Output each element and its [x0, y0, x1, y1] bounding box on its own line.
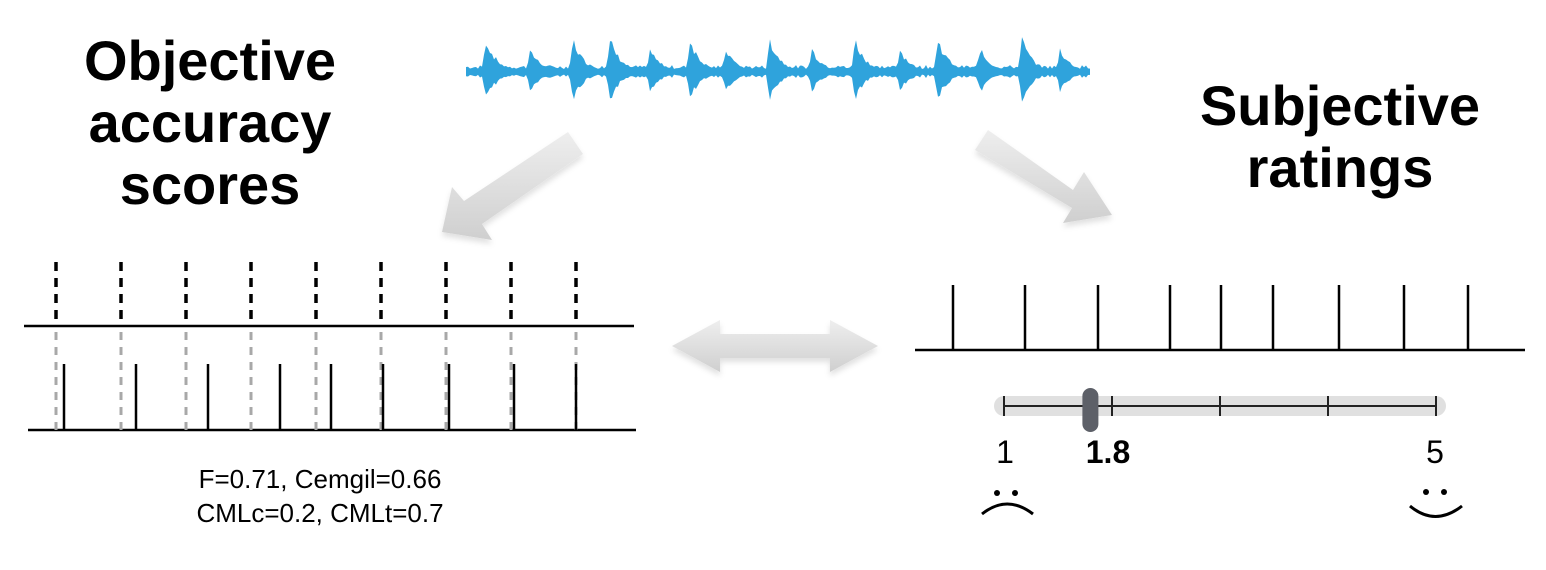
objective-heading-line: Objective [83, 29, 337, 92]
happy-face-icon [1409, 489, 1463, 518]
arrow-to-subjective [975, 130, 1112, 223]
slider-knob[interactable] [1082, 388, 1099, 432]
scores-line: CMLc=0.2, CMLt=0.7 [196, 498, 444, 528]
objective-heading: Objective accuracy scores [20, 30, 400, 216]
arrow-to-objective [442, 132, 583, 240]
subjective-heading: Subjective ratings [1180, 75, 1500, 199]
accuracy-scores-caption: F=0.71, Cemgil=0.66 CMLc=0.2, CMLt=0.7 [90, 462, 550, 530]
rating-value-label: 1.8 [1085, 434, 1131, 470]
scale-max-label: 5 [1426, 434, 1444, 470]
subjective-heading-line: Subjective [1199, 74, 1481, 137]
objective-heading-line: scores [119, 153, 301, 216]
audio-waveform [466, 37, 1090, 102]
reference-beat-track [24, 262, 634, 328]
scores-line: F=0.71, Cemgil=0.66 [198, 464, 442, 494]
waveform-shape [466, 37, 1090, 102]
scale-min-label: 1 [996, 434, 1014, 470]
subjective-heading-line: ratings [1246, 136, 1434, 199]
rating-slider[interactable] [994, 388, 1446, 432]
sad-face-icon [981, 490, 1034, 516]
rated-beat-track [915, 285, 1525, 352]
estimated-beat-track [28, 332, 636, 432]
objective-heading-line: accuracy [88, 91, 332, 154]
comparison-arrow [672, 320, 878, 372]
